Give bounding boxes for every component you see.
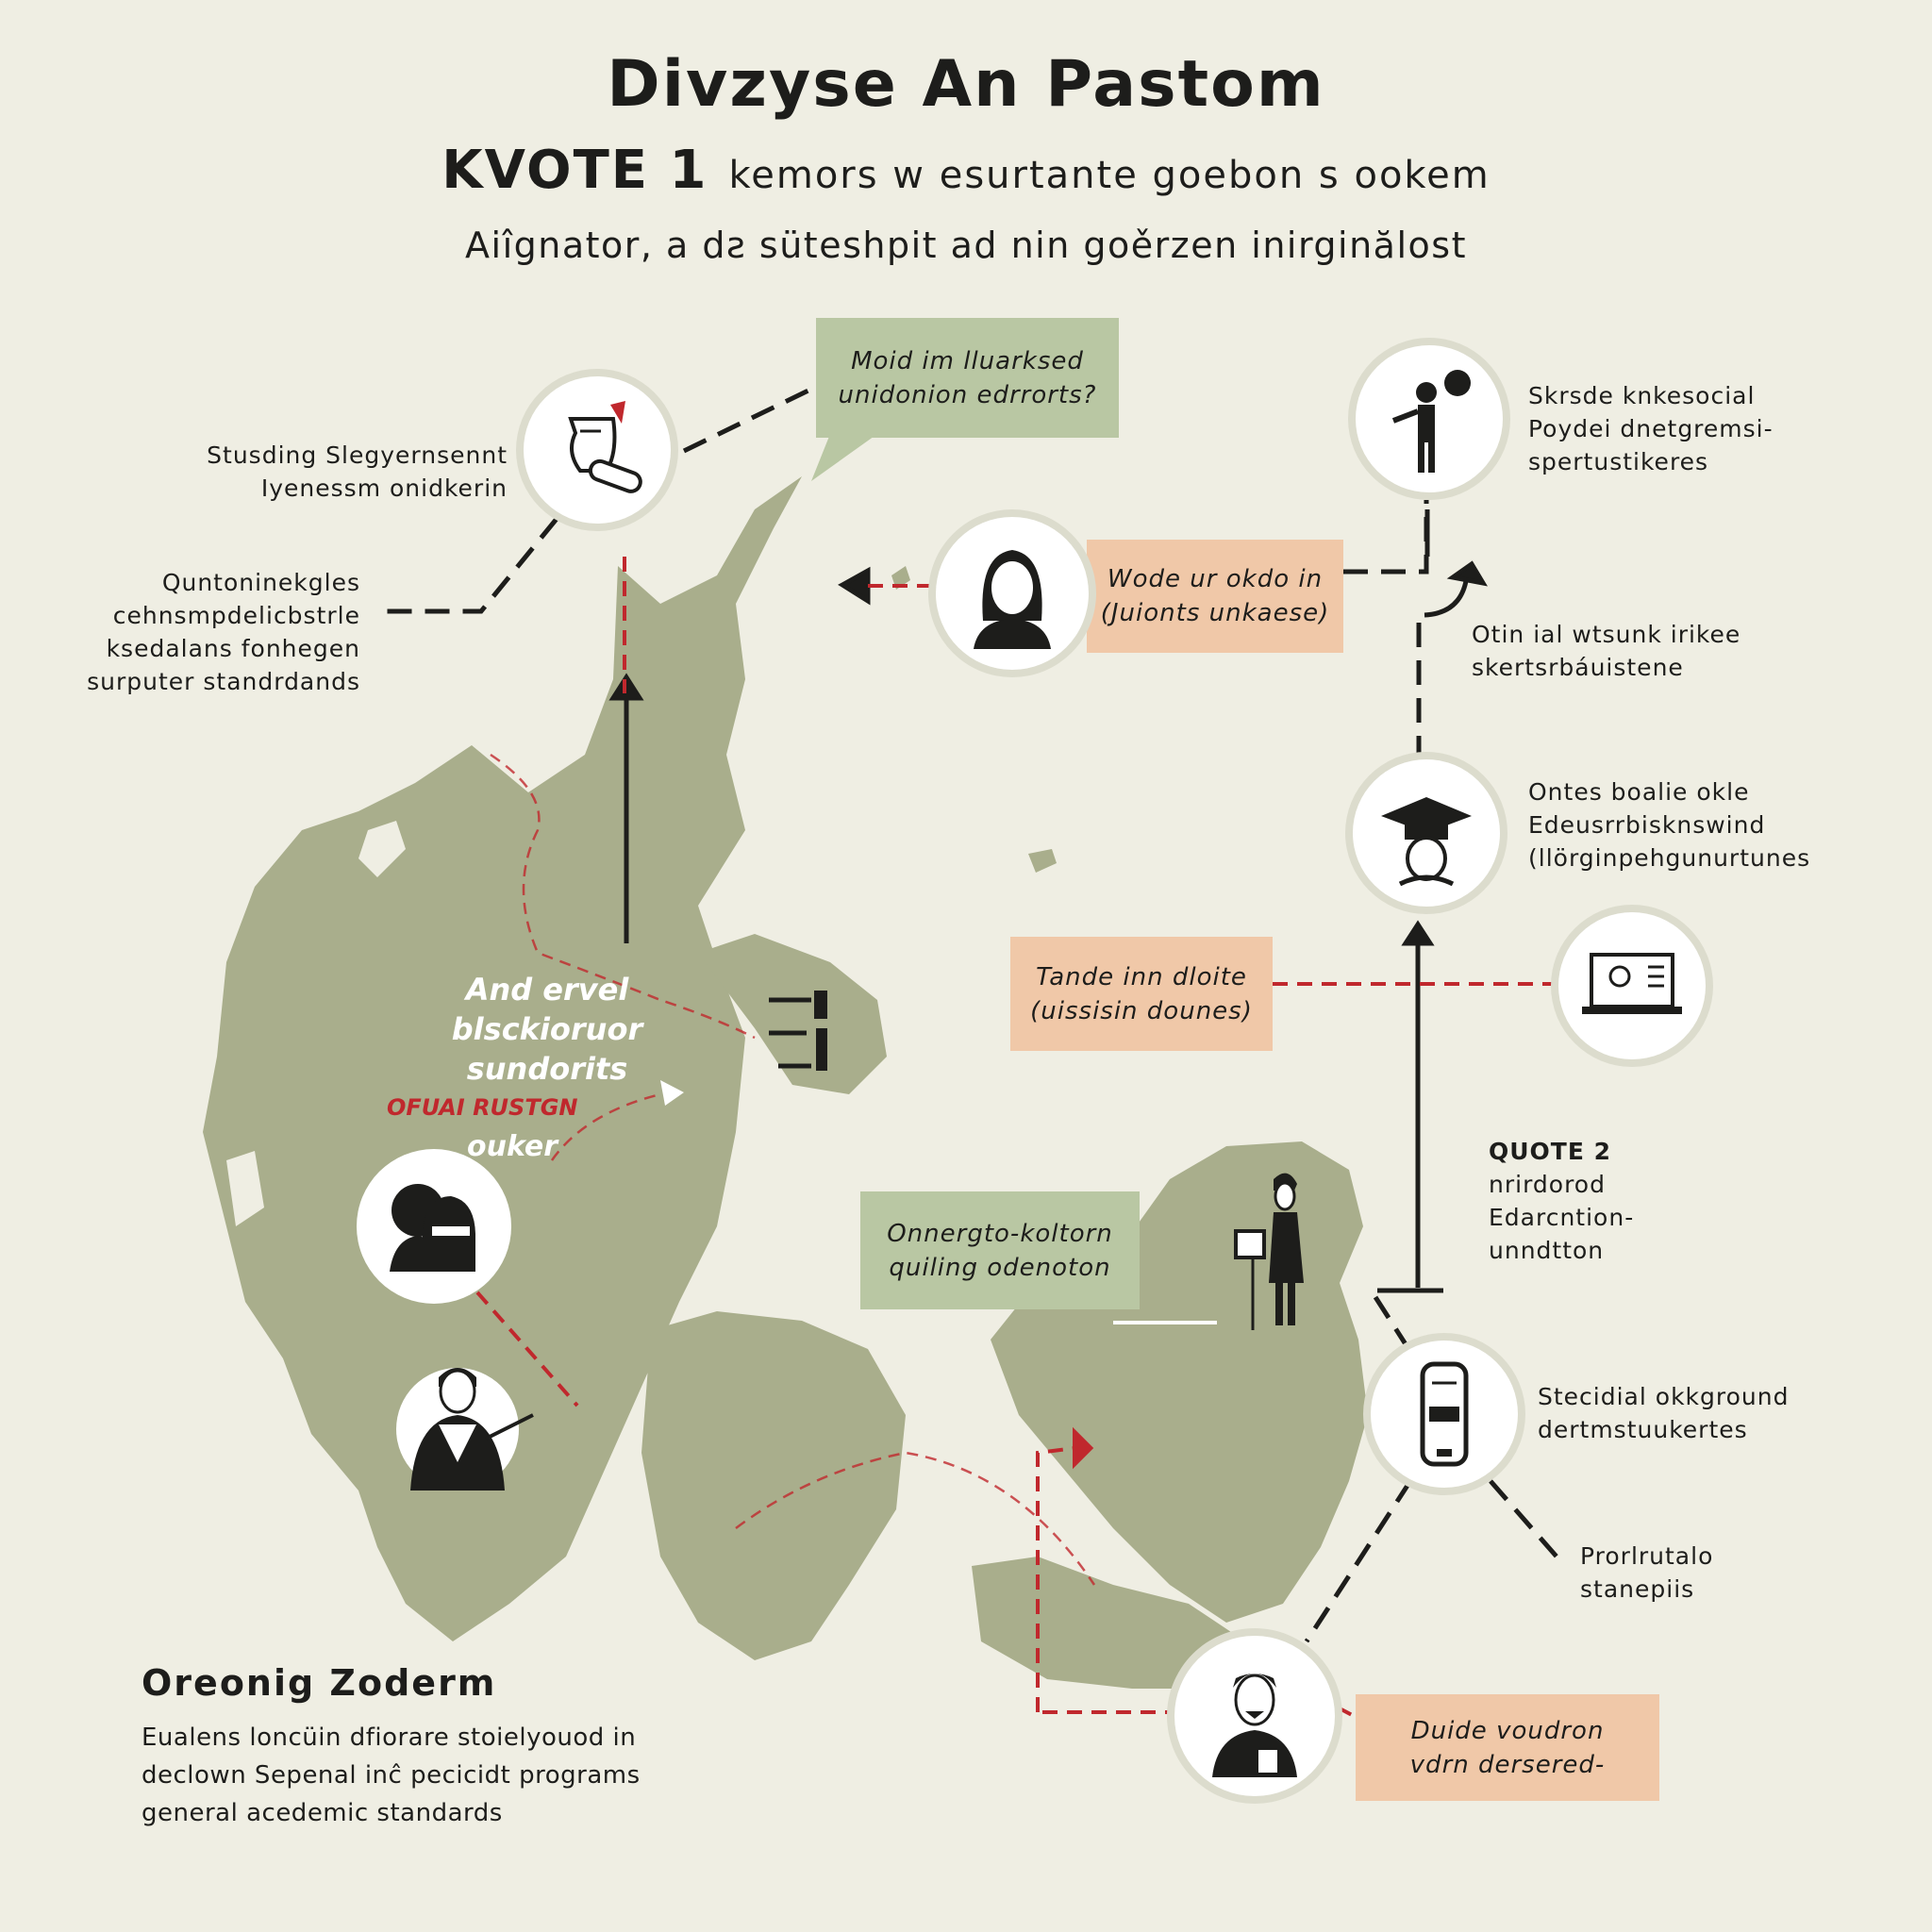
- label-line: spertustikeres: [1528, 448, 1709, 475]
- page-title: Divzyse An Pastom: [607, 47, 1325, 122]
- footer-line: Eualens loncüin dfiorare stoielyouod in: [142, 1724, 637, 1752]
- callout-line: (uissisin dounes): [1030, 996, 1253, 1025]
- kvote-heading: KVOTE 1 kemors w esurtante goebon s ookem: [0, 140, 1932, 201]
- phone-icon: [1371, 1341, 1518, 1488]
- label-line: Poydei dnetgremsi-: [1528, 415, 1774, 442]
- callout-line: Onnergto-koltorn: [887, 1219, 1113, 1248]
- connector-phone-prorl: [1489, 1479, 1558, 1558]
- arrow-left-head: [838, 566, 871, 606]
- map-white-text: And ervel blsckioruor sundorits: [415, 970, 679, 1089]
- label-phone: Stecidial okkground dertmstuukertes: [1538, 1380, 1789, 1446]
- callout-line: Duide voudron: [1410, 1716, 1605, 1745]
- footer-line: declown Sepenal inĉ pecicidt programs: [142, 1761, 641, 1790]
- callout-line: (Juionts unkaese): [1100, 599, 1330, 627]
- label-line: cehnsmpdelicbstrle: [112, 602, 360, 629]
- label-left-block: Quntoninekgles cehnsmpdelicbstrle ksedal…: [57, 566, 360, 698]
- footer-body: Eualens loncüin dfiorare stoielyouod in …: [142, 1719, 641, 1832]
- connector-scroll-left: [377, 517, 558, 614]
- map-text-line: sundorits: [466, 1051, 628, 1087]
- label-prorl: Prorlrutalo stanepiis: [1580, 1540, 1713, 1606]
- label-otin: Otin ial wtsunk irikee skertsrbáuistene: [1472, 618, 1740, 684]
- label-line: ksedalans fonhegen: [106, 635, 360, 662]
- label-scroll: Stusding Slegyernsennt Iyenessm onidkeri…: [170, 439, 508, 505]
- label-line: Prorlrutalo: [1580, 1542, 1714, 1570]
- man-avatar-icon: [1174, 1636, 1335, 1796]
- label-line: surputer standrdands: [87, 668, 360, 695]
- label-line: dertmstuukertes: [1538, 1416, 1748, 1443]
- label-line: Stecidial okkground: [1538, 1383, 1790, 1410]
- kvote-text: kemors w esurtante goebon s ookem: [728, 154, 1491, 197]
- label-line: Otin ial wtsunk irikee: [1472, 621, 1741, 648]
- callout-line: Tande inn dloite: [1036, 962, 1247, 991]
- label-line: skertsrbáuistene: [1472, 654, 1684, 681]
- label-quote2: QUOTE 2 nrirdorod Edarcntion- unndtton: [1489, 1135, 1634, 1267]
- label-grad: Ontes boalie okle Edeusrrbisknswind (llö…: [1528, 775, 1810, 874]
- callout-green-mid: Onnergto-koltorn quiling odenoton: [860, 1191, 1140, 1309]
- quote2-title: QUOTE 2: [1489, 1138, 1612, 1165]
- label-line: Iyenessm onidkerin: [260, 475, 508, 502]
- label-line: unndtton: [1489, 1237, 1605, 1264]
- map-lolland: [972, 1557, 1245, 1689]
- footer-heading: Oreonig Zoderm: [142, 1662, 497, 1704]
- scroll-diploma-icon: [524, 376, 671, 524]
- person-laptop-icon: [1234, 1173, 1304, 1330]
- person-speech-icon: [1356, 345, 1503, 492]
- chess-icon: [769, 991, 827, 1071]
- connector-scroll-greenbox: [682, 384, 818, 454]
- laptop-search-icon: [1558, 912, 1706, 1059]
- label-line: Stusding Slegyernsennt: [207, 441, 508, 469]
- connector-woman-top: [1343, 500, 1429, 575]
- couple-avatar-icon: [357, 1149, 511, 1304]
- kvote-label: KVOTE 1: [441, 140, 708, 201]
- map-small-island: [891, 566, 910, 590]
- map-text-line: blsckioruor: [451, 1011, 643, 1047]
- footer-line: general acedemic standards: [142, 1799, 503, 1827]
- callout-peach-woman: Wode ur okdo in (Juionts unkaese): [1087, 540, 1343, 653]
- label-line: nrirdorod: [1489, 1171, 1606, 1198]
- teacher-icon: [396, 1368, 534, 1491]
- label-line: Quntoninekgles: [161, 569, 360, 596]
- callout-line: Wode ur okdo in: [1107, 565, 1324, 593]
- callout-line: vdrn dersered-: [1409, 1750, 1606, 1779]
- graduation-cap-icon: [1353, 759, 1500, 907]
- callout-line: quiling odenoton: [889, 1253, 1111, 1282]
- page-subtitle: Aiîgnator, a dƨ süteshpit ad nin goěrzen…: [465, 225, 1467, 266]
- callout-line: Moid im lluarksed: [851, 346, 1084, 375]
- map-funen: [641, 1311, 906, 1660]
- callout-peach-tande: Tande inn dloite (uissisin dounes): [1010, 937, 1273, 1051]
- map-bornholm-dot: [1028, 849, 1057, 873]
- label-line: Ontes boalie okle: [1528, 778, 1750, 806]
- callout-green-top: Moid im lluarksed unidonion edrrorts?: [816, 318, 1119, 438]
- label-line: Skrsde knkesocial: [1528, 382, 1756, 409]
- callout-peach-bottom: Duide voudron vdrn dersered-: [1356, 1694, 1659, 1801]
- label-line: Edarcntion-: [1489, 1204, 1635, 1231]
- label-line: (llörginpehgunurtunes: [1528, 844, 1811, 872]
- map-text-line: And ervel: [465, 972, 629, 1008]
- callout-line: unidonion edrrorts?: [838, 380, 1097, 409]
- map-island-north: [698, 934, 887, 1094]
- map-white-text-2: ouker: [467, 1130, 558, 1163]
- map-red-text: OFUAI RUSTGN: [387, 1094, 578, 1121]
- connector-zealand-phone: [1373, 1295, 1408, 1346]
- connector-phone-man: [1304, 1479, 1413, 1643]
- label-line: Edeusrrbisknswind: [1528, 811, 1766, 839]
- label-line: stanepiis: [1580, 1575, 1695, 1603]
- label-top-right: Skrsde knkesocial Poydei dnetgremsi- spe…: [1528, 379, 1774, 478]
- woman-avatar-icon: [936, 517, 1089, 670]
